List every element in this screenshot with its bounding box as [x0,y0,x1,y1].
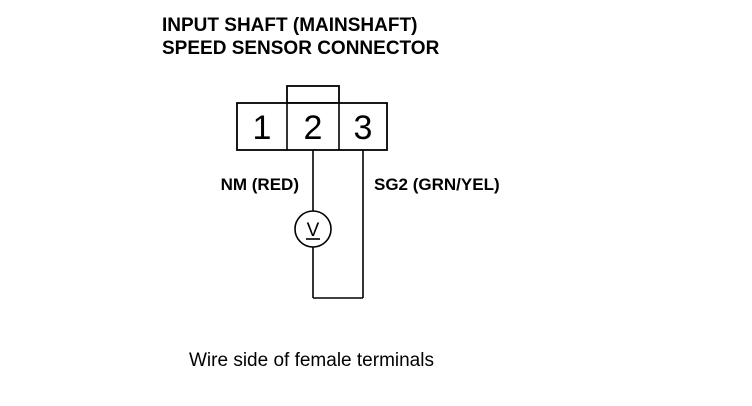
test-circuit: V [294,150,364,299]
wire-label-sg2: SG2 (GRN/YEL) [374,175,500,194]
pin-2-label: 2 [304,109,323,147]
pin-3-label: 3 [354,109,373,147]
pin-1-label: 1 [253,109,272,147]
diagram-title-line1: INPUT SHAFT (MAINSHAFT) [162,15,417,36]
voltmeter-symbol: V [307,220,320,241]
diagram-caption: Wire side of female terminals [189,350,434,371]
connector: 1 2 3 [236,85,388,151]
connector-lock-tab [286,85,340,104]
wire-label-nm: NM (RED) [221,175,299,194]
connector-housing [236,102,388,151]
diagram-title-line2: SPEED SENSOR CONNECTOR [162,38,440,59]
